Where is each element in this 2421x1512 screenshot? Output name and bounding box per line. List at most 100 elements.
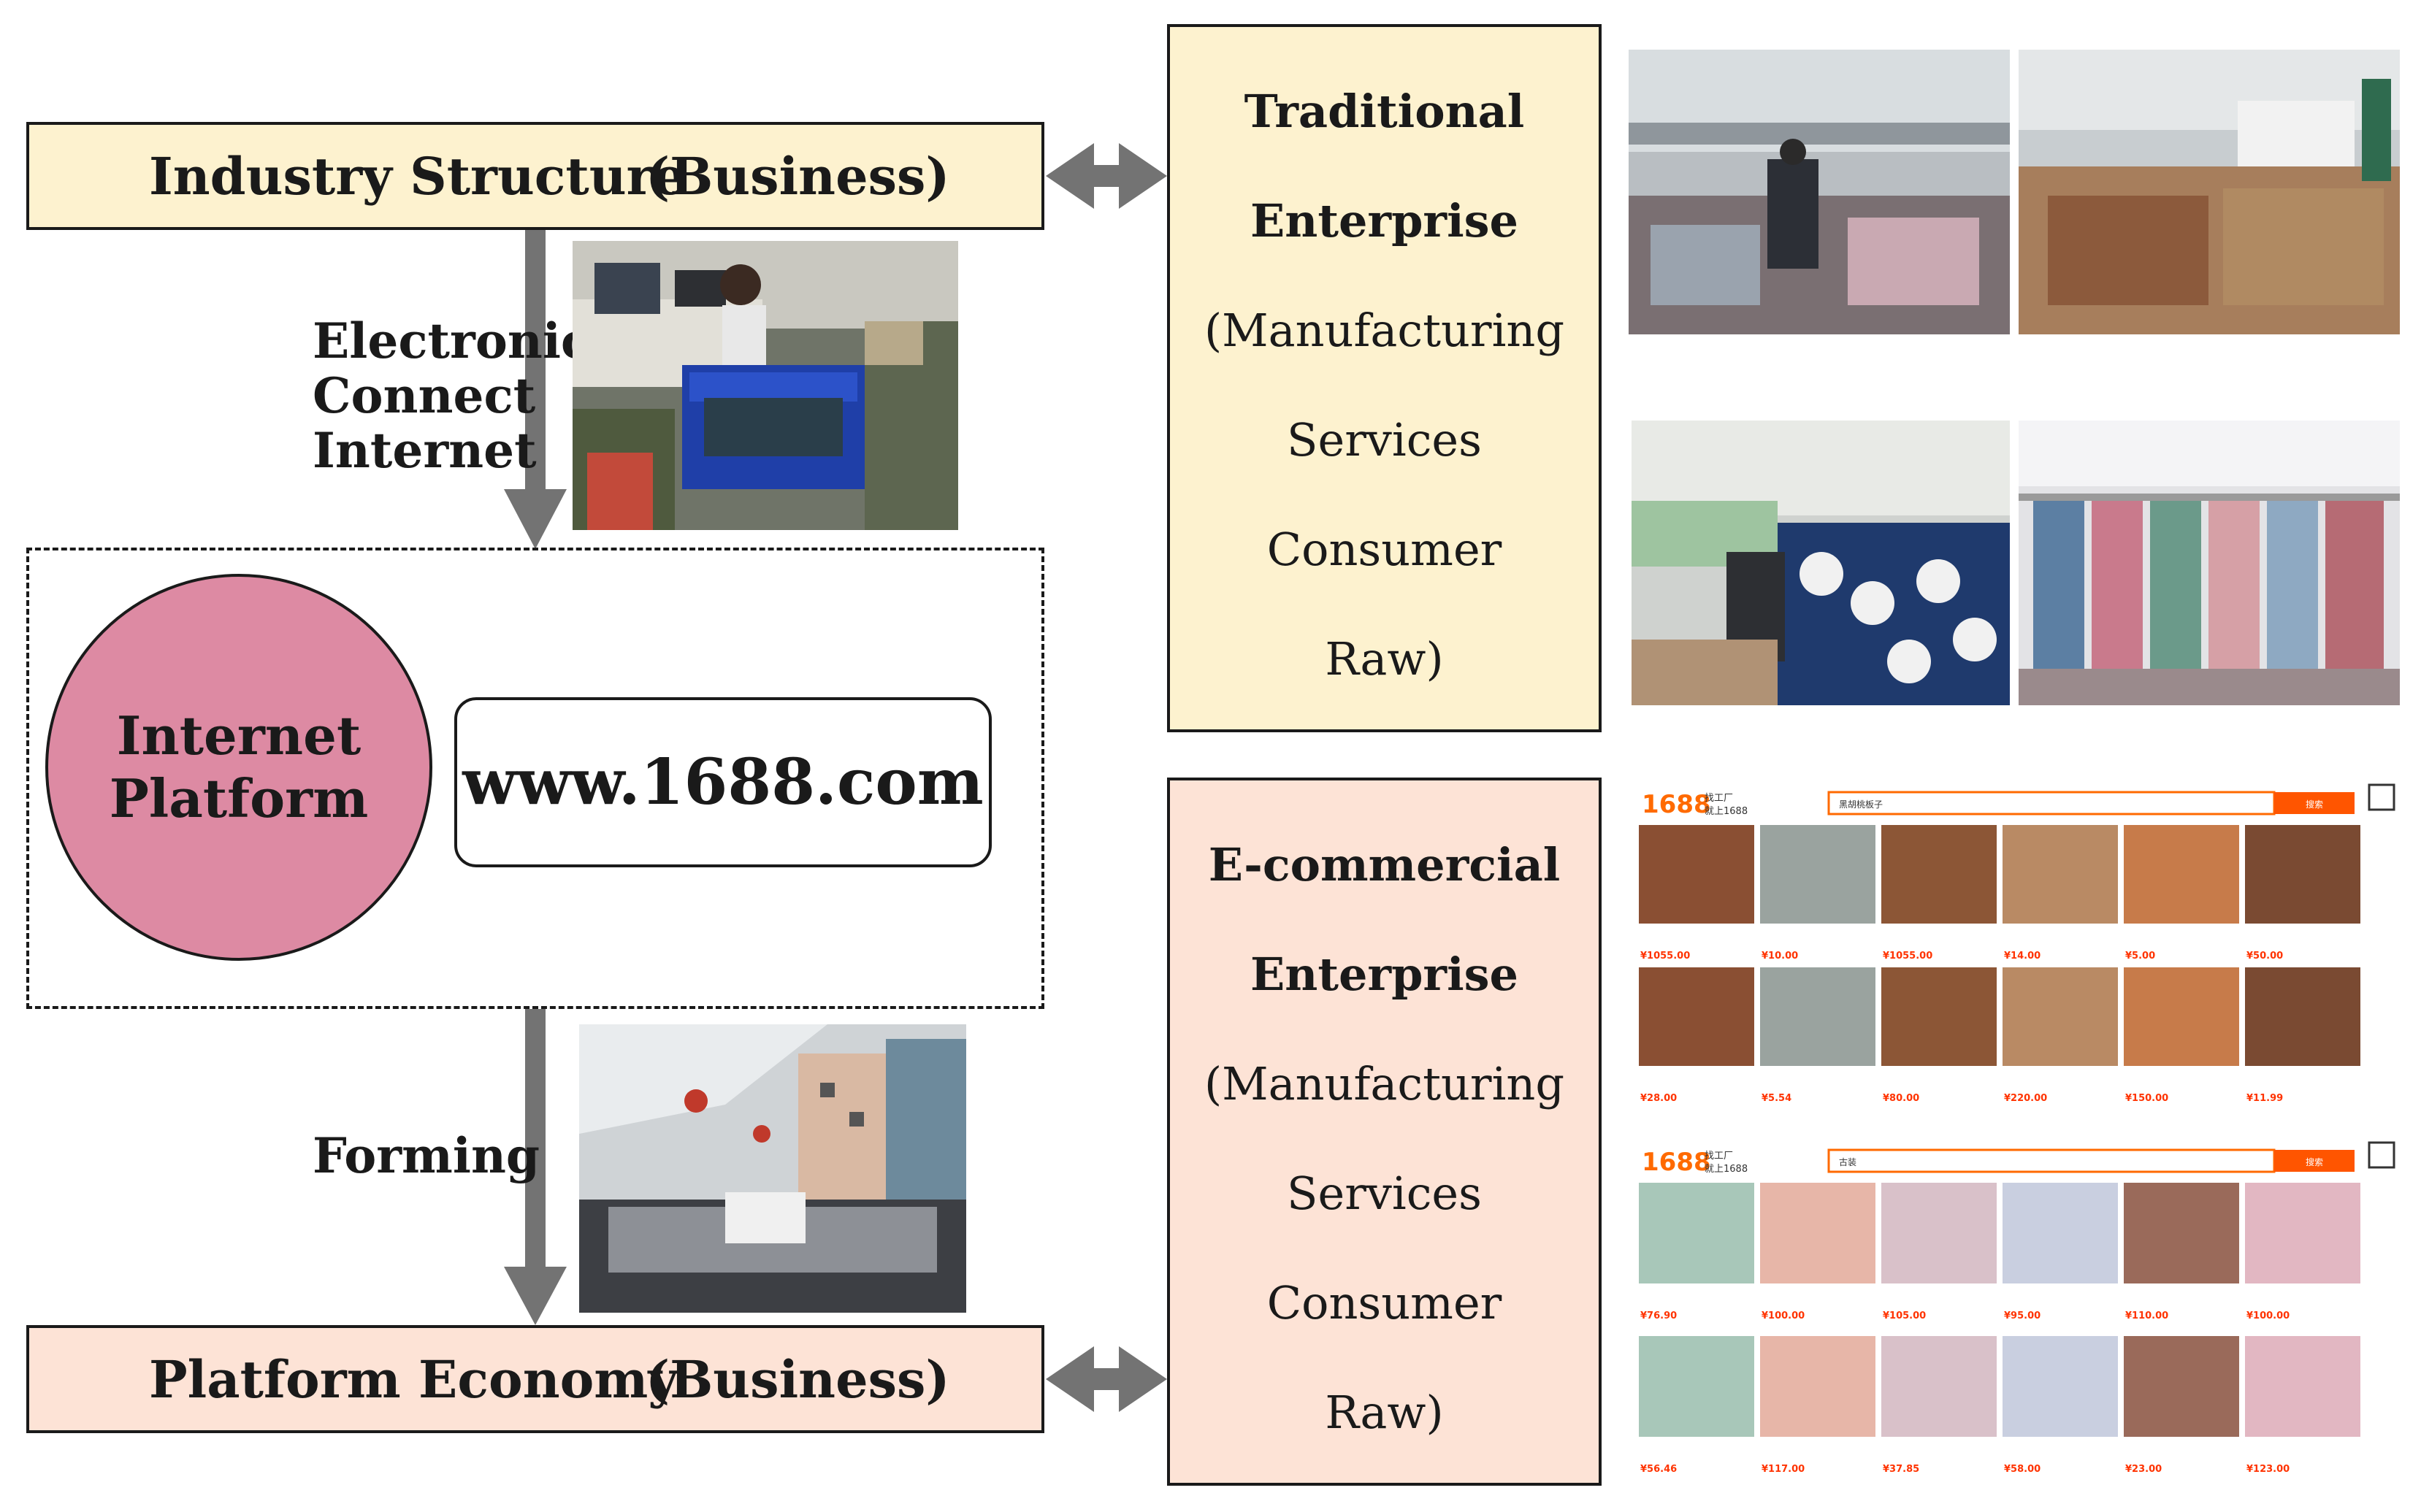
arrow-label-connect: Connect xyxy=(313,367,536,424)
product-price: ¥150.00 xyxy=(2125,1093,2168,1104)
traditional-enterprise-line1: Traditional xyxy=(1244,84,1525,138)
shop2-search-input[interactable] xyxy=(1827,1148,2276,1173)
product-thumbnail[interactable] xyxy=(2245,825,2360,924)
industry-structure-label: Industry Structure xyxy=(149,145,686,207)
product-price: ¥76.90 xyxy=(1640,1310,1677,1321)
product-thumbnail[interactable] xyxy=(2124,1183,2239,1283)
product-thumbnail[interactable] xyxy=(2124,825,2239,924)
traditional-enterprise-line5: Consumer xyxy=(1266,522,1502,576)
arrow-down-top xyxy=(504,230,567,549)
product-thumbnail[interactable] xyxy=(1760,825,1875,924)
product-price: ¥58.00 xyxy=(2004,1464,2041,1475)
shop1-search-input[interactable] xyxy=(1827,791,2276,816)
product-thumbnail[interactable] xyxy=(2003,825,2118,924)
internet-platform-label-line2: Platform xyxy=(109,767,369,829)
product-thumbnail[interactable] xyxy=(2245,1183,2360,1283)
ecommercial-enterprise-line2: Enterprise xyxy=(1250,947,1518,1001)
double-arrow-bottom xyxy=(1046,1346,1167,1412)
industry-structure-box: Industry Structure (Business) xyxy=(26,122,1044,230)
ball-factory-photo xyxy=(1632,421,2010,705)
product-thumbnail[interactable] xyxy=(2124,1336,2239,1437)
double-arrow-top xyxy=(1046,143,1167,209)
product-price: ¥10.00 xyxy=(1762,951,1798,962)
product-price: ¥80.00 xyxy=(1883,1093,1919,1104)
product-thumbnail[interactable] xyxy=(1760,967,1875,1066)
product-thumbnail[interactable] xyxy=(2003,967,2118,1066)
arrow-down-bottom xyxy=(504,1009,567,1325)
shop2-logo: 1688 xyxy=(1642,1148,1711,1177)
platform-economy-label: Platform Economy xyxy=(149,1348,678,1410)
product-price: ¥105.00 xyxy=(1883,1310,1926,1321)
product-thumbnail[interactable] xyxy=(2124,967,2239,1066)
product-price: ¥50.00 xyxy=(2246,951,2283,962)
product-thumbnail[interactable] xyxy=(2245,967,2360,1066)
internet-platform-region xyxy=(26,548,1044,1009)
product-price: ¥117.00 xyxy=(1762,1464,1805,1475)
product-thumbnail[interactable] xyxy=(1881,1336,1997,1437)
arrow-label-electronic: Electronic xyxy=(313,312,591,369)
ecommercial-enterprise-line3: (Manufacturing xyxy=(1204,1056,1565,1110)
product-thumbnail[interactable] xyxy=(1760,1336,1875,1437)
website-box: www.1688.com xyxy=(454,697,992,867)
product-price: ¥220.00 xyxy=(2004,1093,2047,1104)
shop1-query: 黑胡桃板子 xyxy=(1839,799,1883,810)
traditional-enterprise-line4: Services xyxy=(1287,412,1482,467)
product-price: ¥100.00 xyxy=(2246,1310,2290,1321)
product-thumbnail[interactable] xyxy=(2003,1183,2118,1283)
product-thumbnail[interactable] xyxy=(1639,1336,1754,1437)
traditional-enterprise-line6: Raw) xyxy=(1325,632,1444,686)
qr-code-icon xyxy=(2368,783,2395,811)
garment-factory-photo xyxy=(1629,50,2010,334)
wood-warehouse-photo xyxy=(2019,50,2400,334)
product-price: ¥37.85 xyxy=(1883,1464,1919,1475)
website-label: www.1688.com xyxy=(462,745,984,819)
traditional-enterprise-box: Traditional Enterprise (Manufacturing Se… xyxy=(1167,24,1602,732)
product-price: ¥11.99 xyxy=(2246,1093,2283,1104)
ecommercial-enterprise-line6: Raw) xyxy=(1325,1385,1444,1439)
internet-platform-label-line1: Internet xyxy=(116,705,362,767)
market-street-photo xyxy=(579,1024,966,1313)
product-price: ¥100.00 xyxy=(1762,1310,1805,1321)
shop1-sub2: 就上1688 xyxy=(1705,806,1748,817)
product-price: ¥110.00 xyxy=(2125,1310,2168,1321)
product-thumbnail[interactable] xyxy=(1639,1183,1754,1283)
product-thumbnail[interactable] xyxy=(1760,1183,1875,1283)
product-price: ¥95.00 xyxy=(2004,1310,2041,1321)
ecommercial-enterprise-box: E-commercial Enterprise (Manufacturing S… xyxy=(1167,778,1602,1486)
hanfu-display-photo xyxy=(2019,421,2400,705)
shop2-sub1: 找工厂 xyxy=(1705,1151,1733,1162)
product-price: ¥1055.00 xyxy=(1883,951,1932,962)
product-thumbnail[interactable] xyxy=(1881,1183,1997,1283)
qr-code-icon xyxy=(2368,1141,2395,1169)
product-price: ¥123.00 xyxy=(2246,1464,2290,1475)
product-price: ¥23.00 xyxy=(2125,1464,2162,1475)
product-price: ¥5.00 xyxy=(2125,951,2155,962)
internet-platform-circle: Internet Platform xyxy=(45,574,432,961)
product-price: ¥5.54 xyxy=(1762,1093,1791,1104)
shop2-search-button[interactable] xyxy=(2274,1150,2355,1172)
product-price: ¥14.00 xyxy=(2004,951,2041,962)
product-thumbnail[interactable] xyxy=(2003,1336,2118,1437)
industry-structure-tag: (Business) xyxy=(646,145,950,207)
platform-economy-box: Platform Economy (Business) xyxy=(26,1325,1044,1433)
shop1-search-button[interactable] xyxy=(2274,792,2355,814)
arrow-label-internet: Internet xyxy=(313,422,537,479)
shop2-search-button-label: 搜索 xyxy=(2306,1156,2323,1167)
traditional-enterprise-line2: Enterprise xyxy=(1250,193,1518,247)
shop-screenshot-hanfu: 1688 找工厂 就上1688 古装 搜索 ¥76.90¥100.00¥105.… xyxy=(1632,1135,2400,1486)
product-thumbnail[interactable] xyxy=(1639,825,1754,924)
product-thumbnail[interactable] xyxy=(1639,967,1754,1066)
shop-screenshot-wood: 1688 找工厂 就上1688 黑胡桃板子 搜索 ¥1055.00¥10.00¥… xyxy=(1632,778,2400,1110)
platform-economy-tag: (Business) xyxy=(646,1348,950,1410)
traditional-enterprise-line3: (Manufacturing xyxy=(1204,303,1565,357)
shop2-query: 古装 xyxy=(1839,1156,1856,1167)
product-thumbnail[interactable] xyxy=(2245,1336,2360,1437)
packing-workshop-photo xyxy=(573,241,958,530)
ecommercial-enterprise-line1: E-commercial xyxy=(1208,837,1561,891)
ecommercial-enterprise-line4: Services xyxy=(1287,1166,1482,1220)
arrow-label-forming: Forming xyxy=(313,1127,540,1184)
product-thumbnail[interactable] xyxy=(1881,825,1997,924)
product-price: ¥1055.00 xyxy=(1640,951,1690,962)
product-thumbnail[interactable] xyxy=(1881,967,1997,1066)
